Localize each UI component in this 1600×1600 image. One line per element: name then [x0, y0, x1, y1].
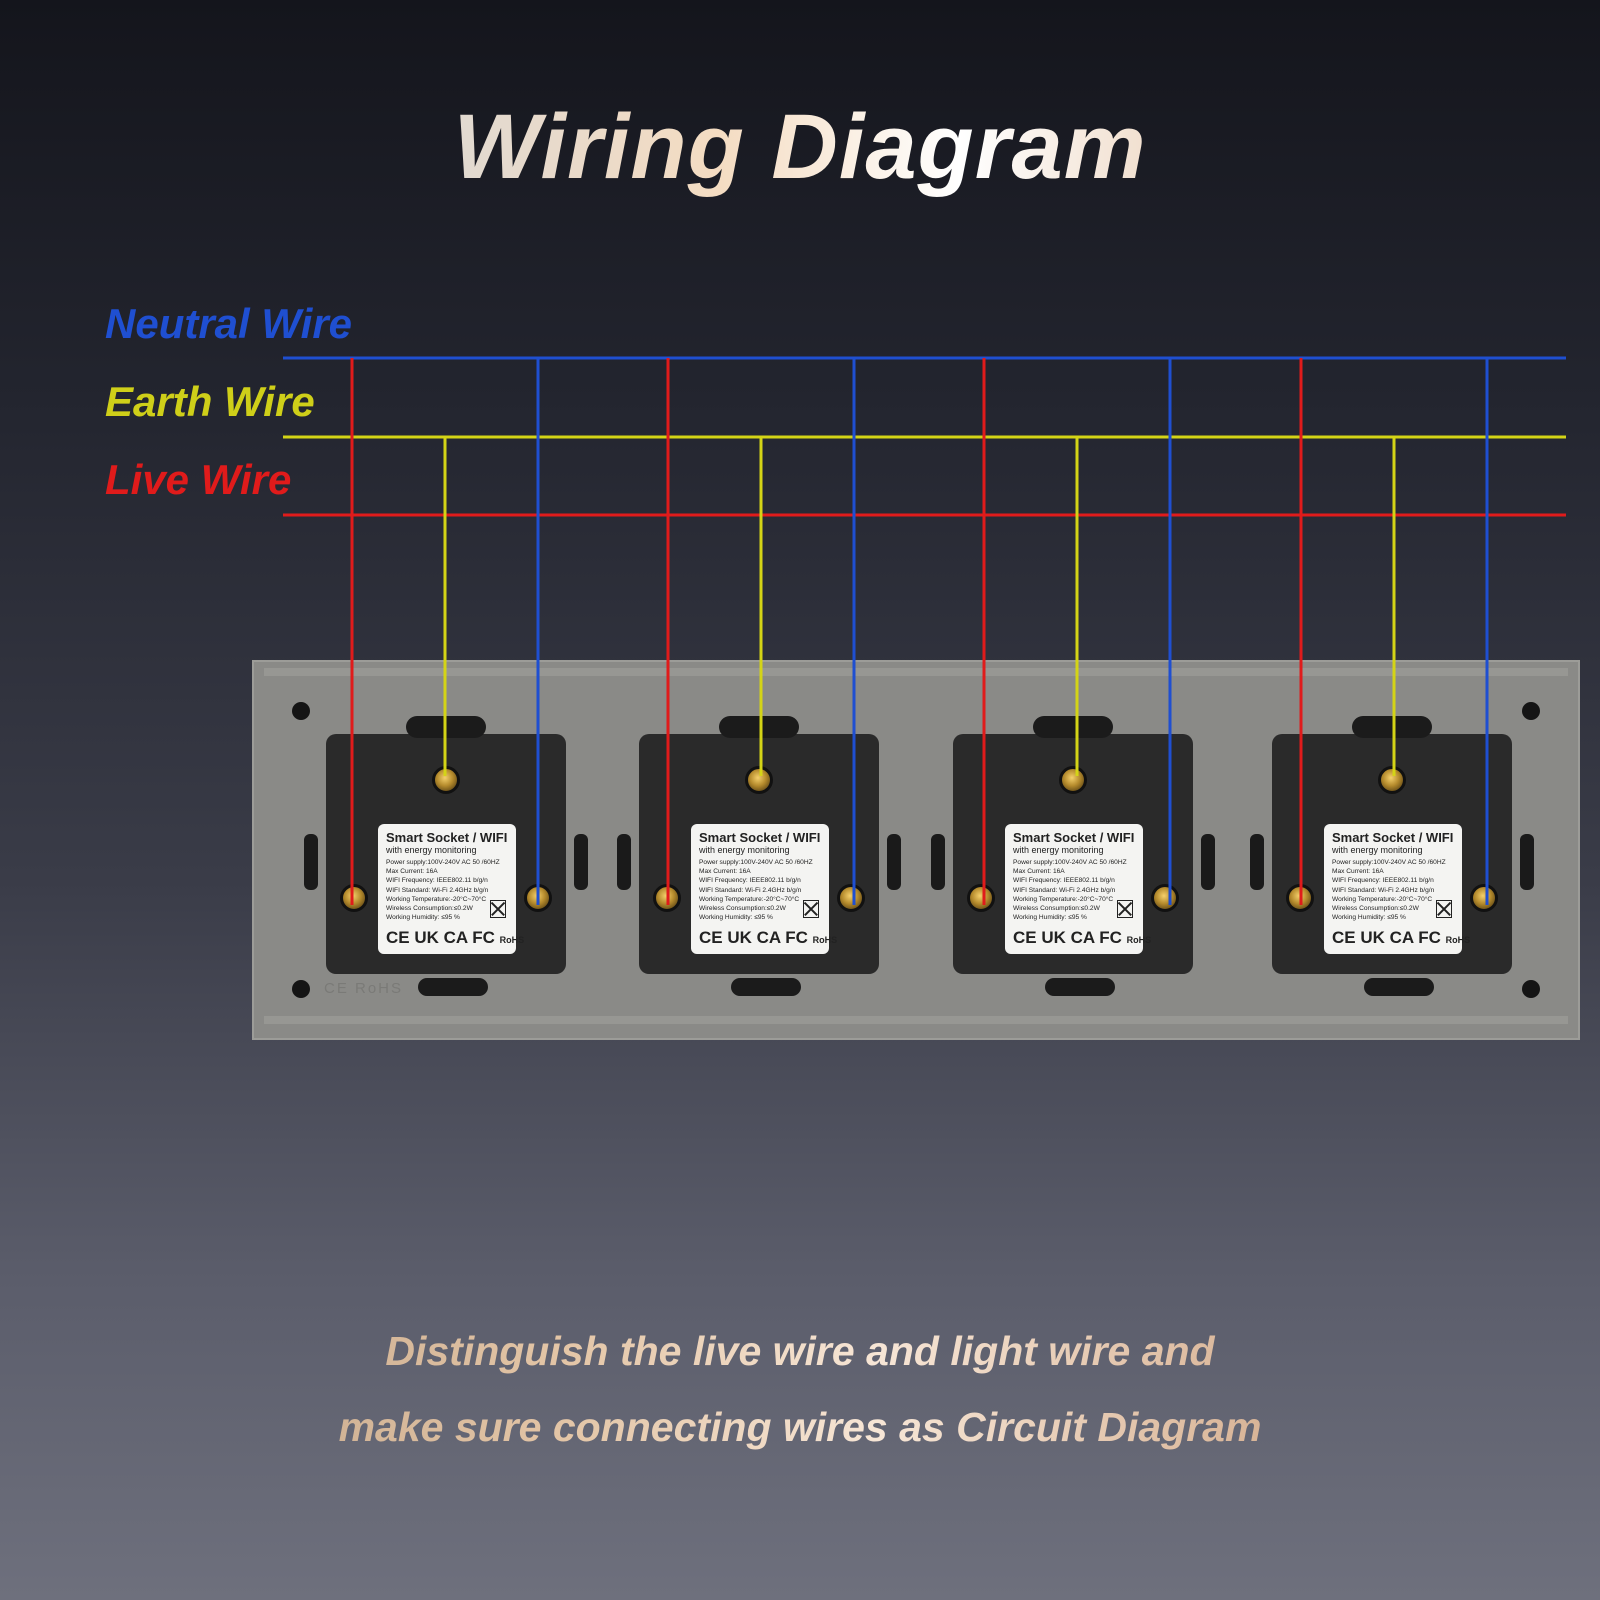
module-clip — [304, 834, 318, 890]
product-label: Smart Socket / WIFI with energy monitori… — [1005, 824, 1151, 954]
label-subtitle: with energy monitoring — [699, 845, 790, 855]
weee-bin-icon — [1117, 900, 1133, 918]
earth-terminal-screw — [745, 766, 773, 794]
socket-panel: CE RoHS Smart Socket / WIFI with energy … — [252, 660, 1580, 1040]
label-spec: WIFI Standard: Wi-Fi 2.4GHz b/g/n — [386, 886, 489, 894]
cert-marks: CE UK CA FC RoHS — [386, 928, 525, 947]
label-subtitle: with energy monitoring — [1332, 845, 1423, 855]
label-subtitle: with energy monitoring — [1013, 845, 1104, 855]
cert-marks: CE UK CA FC RoHS — [1013, 928, 1152, 947]
label-spec: Working Humidity: ≤95 % — [1013, 914, 1087, 922]
module-slot — [1352, 716, 1432, 738]
earth-wire-label: Earth Wire — [105, 378, 315, 425]
label-spec: Working Humidity: ≤95 % — [386, 914, 460, 922]
label-spec: Working Humidity: ≤95 % — [1332, 914, 1406, 922]
label-subtitle: with energy monitoring — [386, 845, 477, 855]
panel-cert-mark: CE RoHS — [324, 980, 404, 997]
module-clip — [931, 834, 945, 890]
module-slot — [719, 716, 799, 738]
label-spec: Max Current: 16A — [386, 868, 438, 876]
label-title: Smart Socket / WIFI — [1013, 830, 1135, 845]
label-spec: WIFI Frequency: IEEE802.11 b/g/n — [1332, 877, 1434, 885]
label-spec: WIFI Standard: Wi-Fi 2.4GHz b/g/n — [1332, 886, 1435, 894]
label-spec: Working Humidity: ≤95 % — [699, 914, 773, 922]
module-slot — [731, 978, 801, 996]
mount-hole — [292, 980, 310, 998]
label-spec: WIFI Frequency: IEEE802.11 b/g/n — [1013, 877, 1115, 885]
label-spec: Power supply:100V-240V AC 50 /60HZ — [1013, 859, 1127, 866]
label-spec: Working Temperature:-20°C~70°C — [699, 895, 800, 903]
panel-top-rail — [264, 668, 1568, 676]
module-clip — [1250, 834, 1264, 890]
page-title: Wiring Diagram — [0, 95, 1600, 200]
cert-marks: CE UK CA FC RoHS — [699, 928, 838, 947]
product-label: Smart Socket / WIFI with energy monitori… — [691, 824, 837, 954]
label-spec: WIFI Standard: Wi-Fi 2.4GHz b/g/n — [699, 886, 802, 894]
cert-marks: CE UK CA FC RoHS — [1332, 928, 1471, 947]
mount-hole — [292, 702, 310, 720]
module-slot — [1033, 716, 1113, 738]
label-title: Smart Socket / WIFI — [699, 830, 821, 845]
module-slot — [418, 978, 488, 996]
instruction-line-2: make sure connecting wires as Circuit Di… — [0, 1404, 1600, 1451]
label-spec: Max Current: 16A — [699, 868, 751, 876]
label-title: Smart Socket / WIFI — [1332, 830, 1454, 845]
label-spec: Working Temperature:-20°C~70°C — [1332, 895, 1433, 903]
live-wire-label: Live Wire — [105, 456, 292, 503]
instruction-line-1: Distinguish the live wire and light wire… — [0, 1328, 1600, 1375]
module-clip — [617, 834, 631, 890]
live-terminal-screw — [340, 884, 368, 912]
socket-module: Smart Socket / WIFI with energy monitori… — [617, 716, 901, 996]
label-spec: Working Temperature:-20°C~70°C — [386, 895, 487, 903]
module-clip — [1201, 834, 1215, 890]
weee-bin-icon — [803, 900, 819, 918]
module-clip — [574, 834, 588, 890]
label-spec: Wireless Consumption:≤0.2W — [1013, 905, 1100, 913]
panel-bottom-rail — [264, 1016, 1568, 1024]
socket-module: Smart Socket / WIFI with energy monitori… — [1250, 716, 1534, 996]
socket-module: Smart Socket / WIFI with energy monitori… — [931, 716, 1215, 996]
label-spec: WIFI Frequency: IEEE802.11 b/g/n — [386, 877, 488, 885]
module-clip — [887, 834, 901, 890]
label-spec: WIFI Frequency: IEEE802.11 b/g/n — [699, 877, 801, 885]
product-label: Smart Socket / WIFI with energy monitori… — [1324, 824, 1470, 954]
label-title: Smart Socket / WIFI — [386, 830, 508, 845]
weee-bin-icon — [490, 900, 506, 918]
live-terminal-screw — [967, 884, 995, 912]
earth-terminal-screw — [1059, 766, 1087, 794]
module-clip — [1520, 834, 1534, 890]
product-label: Smart Socket / WIFI with energy monitori… — [378, 824, 524, 954]
label-spec: WIFI Standard: Wi-Fi 2.4GHz b/g/n — [1013, 886, 1116, 894]
module-slot — [1364, 978, 1434, 996]
neutral-wire-label: Neutral Wire — [105, 300, 353, 347]
label-spec: Wireless Consumption:≤0.2W — [699, 905, 786, 913]
label-spec: Power supply:100V-240V AC 50 /60HZ — [1332, 859, 1446, 866]
neutral-terminal-screw — [1470, 884, 1498, 912]
neutral-terminal-screw — [837, 884, 865, 912]
label-spec: Working Temperature:-20°C~70°C — [1013, 895, 1114, 903]
earth-terminal-screw — [1378, 766, 1406, 794]
label-spec: Max Current: 16A — [1332, 868, 1384, 876]
weee-bin-icon — [1436, 900, 1452, 918]
module-slot — [1045, 978, 1115, 996]
label-spec: Wireless Consumption:≤0.2W — [1332, 905, 1419, 913]
label-spec: Power supply:100V-240V AC 50 /60HZ — [386, 859, 500, 866]
mount-hole — [1522, 702, 1540, 720]
mount-hole — [1522, 980, 1540, 998]
neutral-terminal-screw — [1151, 884, 1179, 912]
label-spec: Power supply:100V-240V AC 50 /60HZ — [699, 859, 813, 866]
label-spec: Max Current: 16A — [1013, 868, 1065, 876]
label-spec: Wireless Consumption:≤0.2W — [386, 905, 473, 913]
